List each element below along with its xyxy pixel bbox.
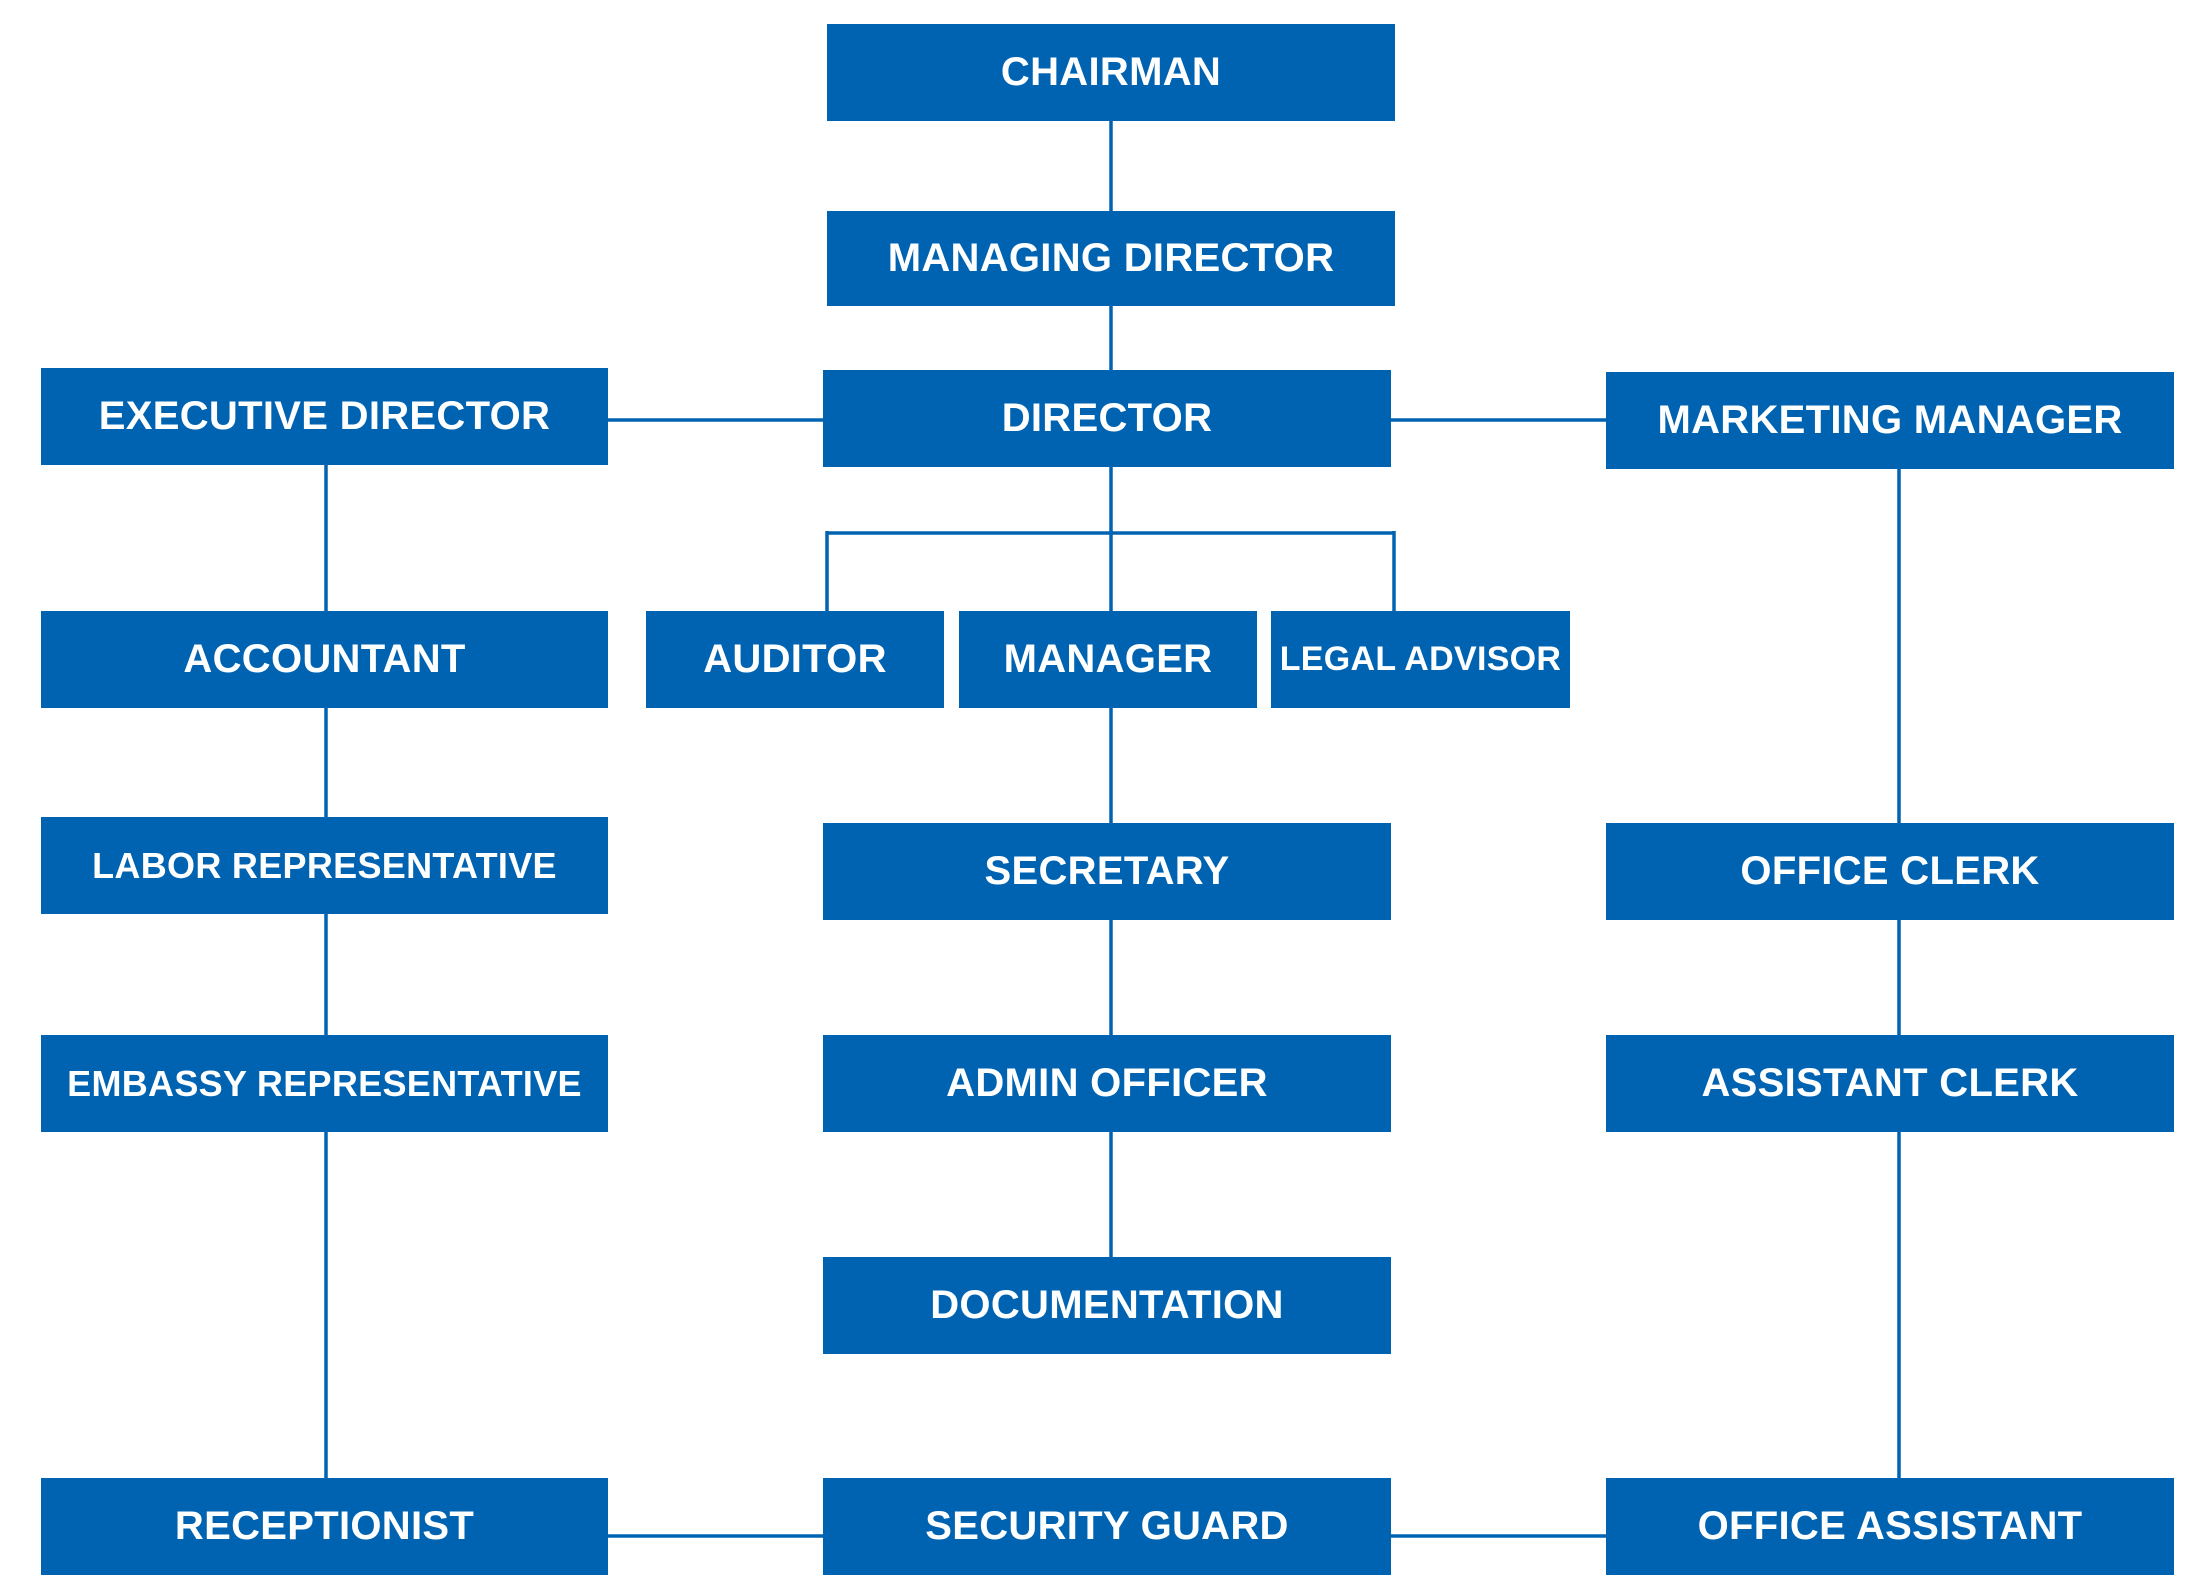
node-chairman: CHAIRMAN (827, 24, 1395, 121)
node-admin-officer: ADMIN OFFICER (823, 1035, 1391, 1132)
node-director: DIRECTOR (823, 370, 1391, 467)
node-managing-director: MANAGING DIRECTOR (827, 211, 1395, 306)
node-legal-advisor: LEGAL ADVISOR (1271, 611, 1570, 708)
node-embassy-representative: EMBASSY REPRESENTATIVE (41, 1035, 608, 1132)
node-documentation: DOCUMENTATION (823, 1257, 1391, 1354)
node-office-assistant: OFFICE ASSISTANT (1606, 1478, 2174, 1575)
node-marketing-manager: MARKETING MANAGER (1606, 372, 2174, 469)
node-secretary: SECRETARY (823, 823, 1391, 920)
node-receptionist: RECEPTIONIST (41, 1478, 608, 1575)
node-executive-director: EXECUTIVE DIRECTOR (41, 368, 608, 465)
node-manager: MANAGER (959, 611, 1257, 708)
node-assistant-clerk: ASSISTANT CLERK (1606, 1035, 2174, 1132)
node-auditor: AUDITOR (646, 611, 944, 708)
node-accountant: ACCOUNTANT (41, 611, 608, 708)
node-office-clerk: OFFICE CLERK (1606, 823, 2174, 920)
node-labor-representative: LABOR REPRESENTATIVE (41, 817, 608, 914)
node-security-guard: SECURITY GUARD (823, 1478, 1391, 1575)
